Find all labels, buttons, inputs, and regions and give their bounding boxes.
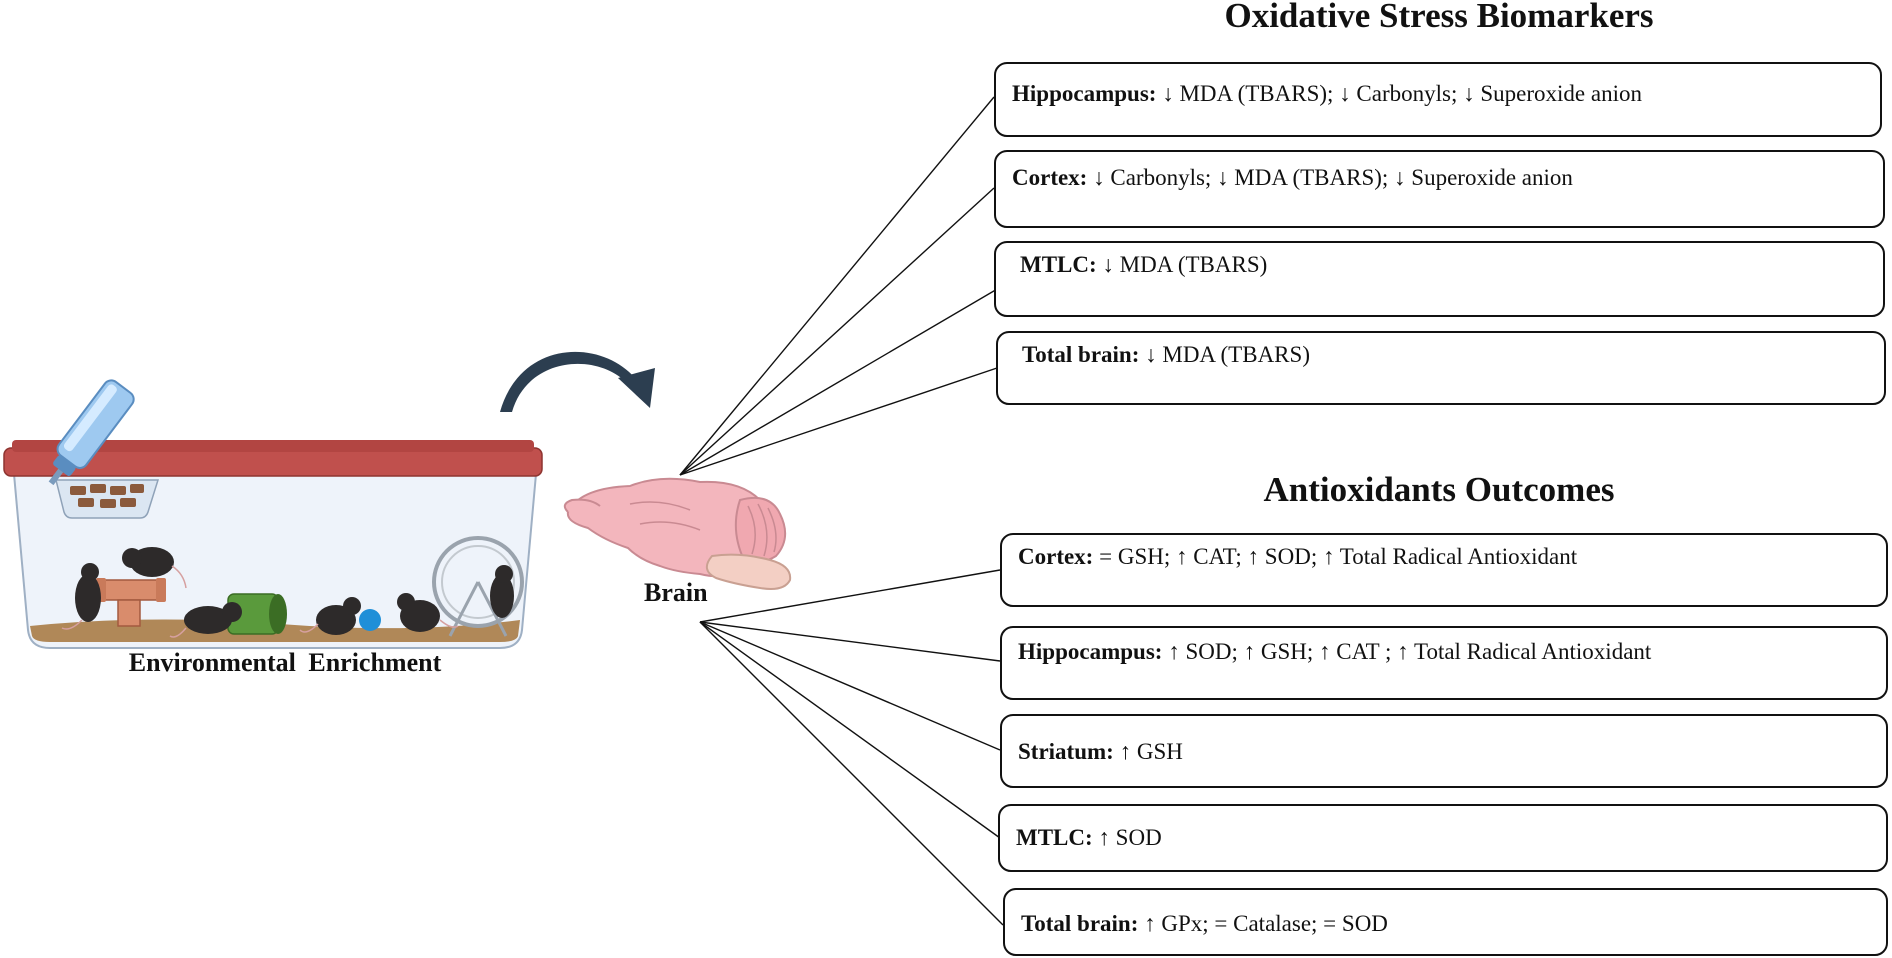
antioxidant-box-hippocampus: Hippocampus: ↑ SOD; ↑ GSH; ↑ CAT ; ↑ Tot… [1000, 626, 1888, 700]
connector-ox-1 [679, 96, 995, 476]
caption-environmental-enrichment: Environmental Enrichment [128, 648, 442, 677]
antioxidant-box-mtlc: MTLC: ↑ SOD [998, 804, 1888, 872]
connector-ox-3 [679, 277, 1017, 476]
marker-text: ↑ GSH [1113, 739, 1183, 764]
marker-text: ↓ Carbonyls; ↓ MDA (TBARS); ↓ Superoxide… [1087, 165, 1573, 190]
antioxidant-box-striatum: Striatum: ↑ GSH [1000, 714, 1888, 788]
heading-oxidative-stress: Oxidative Stress Biomarkers [1224, 0, 1654, 35]
marker-text: ↓ MDA (TBARS); ↓ Carbonyls; ↓ Superoxide… [1156, 81, 1642, 106]
antioxidant-box-total-brain: Total brain: ↑ GPx; = Catalase; = SOD [1003, 888, 1888, 956]
oxidative-box-hippocampus: Hippocampus: ↓ MDA (TBARS); ↓ Carbonyls;… [994, 62, 1882, 137]
region-label: Total brain: [1022, 342, 1140, 367]
marker-text: = GSH; ↑ CAT; ↑ SOD; ↑ Total Radical Ant… [1093, 544, 1578, 569]
region-label: Hippocampus: [1012, 81, 1157, 106]
region-label: Total brain: [1021, 911, 1139, 936]
marker-text: ↑ GPx; = Catalase; = SOD [1138, 911, 1388, 936]
region-label: Hippocampus: [1018, 639, 1163, 664]
antioxidant-box-cortex: Cortex: = GSH; ↑ CAT; ↑ SOD; ↑ Total Rad… [1000, 533, 1888, 607]
oxidative-box-total-brain: Total brain: ↓ MDA (TBARS) [996, 331, 1886, 405]
connector-an-1 [699, 569, 1001, 623]
oxidative-box-mtlc: MTLC: ↓ MDA (TBARS) [994, 241, 1885, 317]
connector-ox-4 [679, 367, 998, 476]
connector-an-2 [699, 621, 1001, 662]
connector-an-3 [699, 621, 1001, 751]
marker-text: ↑ SOD; ↑ GSH; ↑ CAT ; ↑ Total Radical An… [1162, 639, 1652, 664]
connector-ox-2 [679, 187, 995, 476]
oxidative-box-cortex: Cortex: ↓ Carbonyls; ↓ MDA (TBARS); ↓ Su… [994, 150, 1885, 228]
marker-text: ↑ SOD [1092, 825, 1162, 850]
connector-an-4 [699, 621, 1001, 839]
region-label: Cortex: [1012, 165, 1088, 190]
caption-brain: Brain [644, 578, 708, 607]
region-label: MTLC: [1020, 252, 1097, 277]
marker-text: ↓ MDA (TBARS) [1139, 342, 1310, 367]
connector-an-5 [699, 621, 1004, 926]
region-label: Cortex: [1018, 544, 1094, 569]
heading-antioxidants: Antioxidants Outcomes [1263, 470, 1615, 509]
marker-text: ↓ MDA (TBARS) [1096, 252, 1268, 277]
region-label: MTLC: [1016, 825, 1093, 850]
region-label: Striatum: [1018, 739, 1114, 764]
